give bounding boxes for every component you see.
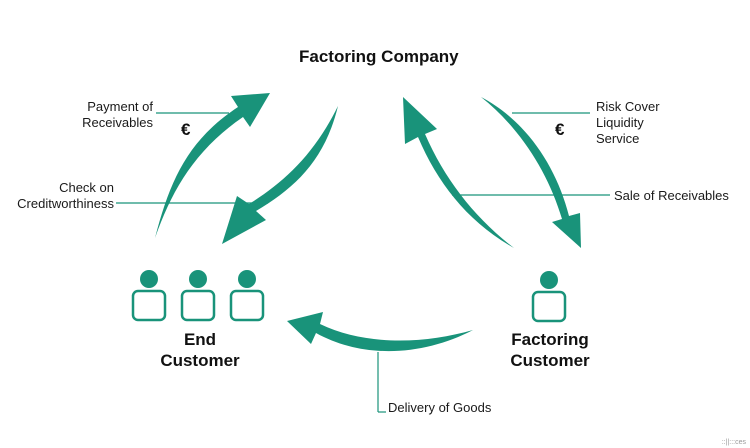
arrow-payment-of-receivables — [155, 93, 270, 238]
factoring-customer-line-2: Customer — [510, 351, 590, 370]
arrow-delivery-of-goods — [287, 312, 473, 352]
factoring-customer-line-1: Factoring — [511, 330, 589, 349]
factoring-customer-label: Factoring Customer — [500, 329, 600, 371]
end-customer-line-2: Customer — [160, 351, 240, 370]
sale-of-receivables-label: Sale of Receivables — [614, 188, 729, 203]
delivery-of-goods-label: Delivery of Goods — [388, 400, 492, 415]
risk-line-2: Liquidity — [596, 115, 644, 130]
check-line-2: Creditworthiness — [17, 196, 114, 211]
euro-icon: € — [555, 120, 565, 139]
arrow-risk-cover — [403, 97, 514, 248]
end-customer-icon — [131, 270, 265, 322]
end-customer-line-1: End — [183, 330, 217, 349]
factoring-customer-icon — [531, 271, 567, 323]
person-icon — [180, 270, 216, 322]
arrow-check-on-creditworthiness — [222, 106, 338, 244]
payment-line-1: Payment of — [87, 99, 153, 114]
check-line-1: Check on — [59, 180, 114, 195]
arrow-sale-of-receivables — [481, 97, 581, 248]
diagram-title: Factoring Company — [299, 47, 459, 66]
payment-of-receivables-label: Payment of Receivables — [60, 99, 153, 131]
payment-line-2: Receivables — [82, 115, 153, 130]
risk-line-3: Service — [596, 131, 640, 146]
watermark: ::||:::ces — [721, 439, 746, 446]
person-icon — [131, 270, 167, 322]
check-on-creditworthiness-label: Check on Creditworthiness — [10, 180, 114, 212]
person-icon — [229, 270, 265, 322]
euro-icon: € — [181, 120, 191, 139]
risk-cover-label: Risk Cover Liquidity Service — [596, 99, 660, 147]
risk-line-1: Risk Cover — [596, 99, 660, 114]
end-customer-label: End Customer — [150, 329, 250, 371]
